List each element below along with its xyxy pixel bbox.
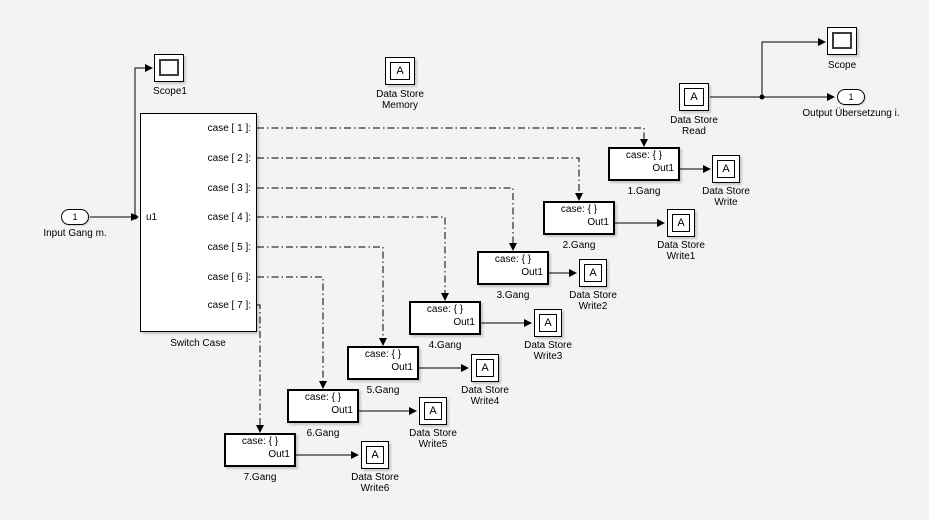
data-store-write1-label: Data Store Write1 bbox=[657, 240, 705, 262]
case-port-5-label: case [ 5 ]: bbox=[207, 242, 251, 253]
data-store-tag: A bbox=[684, 88, 704, 106]
data-store-tag: A bbox=[717, 160, 735, 178]
data-store-write5-block[interactable]: A bbox=[419, 397, 447, 425]
switch-case-label: Switch Case bbox=[170, 338, 226, 349]
input-port-label: Input Gang m. bbox=[43, 228, 107, 239]
scope-screen-icon bbox=[832, 32, 852, 49]
gang-6-label: 6.Gang bbox=[306, 428, 340, 439]
wire-branch-to-scope1[interactable] bbox=[134, 64, 153, 217]
data-store-write-label: Data Store Write bbox=[702, 186, 750, 208]
scope1-block[interactable] bbox=[154, 54, 184, 82]
data-store-memory-label: Data Store Memory bbox=[376, 89, 424, 111]
wire-case6[interactable] bbox=[257, 276, 327, 389]
scope-label: Scope bbox=[827, 60, 857, 71]
gang-6-subsystem[interactable]: case: { } Out1 bbox=[287, 389, 359, 423]
gang-4-label: 4.Gang bbox=[428, 340, 462, 351]
case-port-4-label: case [ 4 ]: bbox=[207, 212, 251, 223]
case-input-port-label: case: { } bbox=[560, 204, 598, 215]
scope-screen-icon bbox=[159, 59, 179, 76]
wire-case4[interactable] bbox=[257, 216, 449, 301]
out1-port-label: Out1 bbox=[652, 163, 674, 174]
scope1-label: Scope1 bbox=[153, 86, 187, 97]
wire-case5[interactable] bbox=[257, 246, 387, 346]
data-store-write3-block[interactable]: A bbox=[534, 309, 562, 337]
gang-2-label: 2.Gang bbox=[562, 240, 596, 251]
out1-port-label: Out1 bbox=[587, 217, 609, 228]
switch-case-block[interactable]: u1 case [ 1 ]: case [ 2 ]: case [ 3 ]: c… bbox=[140, 113, 257, 332]
gang-7-subsystem[interactable]: case: { } Out1 bbox=[224, 433, 296, 467]
data-store-tag: A bbox=[366, 446, 384, 464]
data-store-tag: A bbox=[424, 402, 442, 420]
data-store-write1-block[interactable]: A bbox=[667, 209, 695, 237]
case-input-port-label: case: { } bbox=[625, 150, 663, 161]
output-port[interactable]: 1 bbox=[837, 89, 865, 105]
gang-3-label: 3.Gang bbox=[496, 290, 530, 301]
data-store-tag: A bbox=[584, 264, 602, 282]
case-input-port-label: case: { } bbox=[241, 436, 279, 447]
gang-1-subsystem[interactable]: case: { } Out1 bbox=[608, 147, 680, 181]
data-store-memory-block[interactable]: A bbox=[385, 57, 415, 85]
case-port-3-label: case [ 3 ]: bbox=[207, 183, 251, 194]
input-port-number: 1 bbox=[72, 212, 78, 222]
gang-2-subsystem[interactable]: case: { } Out1 bbox=[543, 201, 615, 235]
gang-3-subsystem[interactable]: case: { } Out1 bbox=[477, 251, 549, 285]
wire-case3[interactable] bbox=[257, 187, 517, 251]
out1-port-label: Out1 bbox=[521, 267, 543, 278]
data-store-write3-label: Data Store Write3 bbox=[524, 340, 572, 362]
branch-point bbox=[759, 94, 765, 100]
output-port-number: 1 bbox=[848, 92, 854, 102]
gang-4-subsystem[interactable]: case: { } Out1 bbox=[409, 301, 481, 335]
gang-1-label: 1.Gang bbox=[627, 186, 661, 197]
data-store-write4-label: Data Store Write4 bbox=[461, 385, 509, 407]
case-input-port-label: case: { } bbox=[304, 392, 342, 403]
input-port[interactable]: 1 bbox=[61, 209, 89, 225]
data-store-tag: A bbox=[476, 359, 494, 377]
data-store-read-block[interactable]: A bbox=[679, 83, 709, 111]
scope-block[interactable] bbox=[827, 27, 857, 55]
data-store-tag: A bbox=[390, 62, 410, 80]
u1-port-label: u1 bbox=[146, 212, 158, 223]
gang-5-subsystem[interactable]: case: { } Out1 bbox=[347, 346, 419, 380]
gang-5-label: 5.Gang bbox=[366, 385, 400, 396]
case-port-6-label: case [ 6 ]: bbox=[207, 272, 251, 283]
wire-case1[interactable] bbox=[257, 127, 648, 147]
data-store-write2-block[interactable]: A bbox=[579, 259, 607, 287]
case-port-2-label: case [ 2 ]: bbox=[207, 153, 251, 164]
data-store-write6-label: Data Store Write6 bbox=[351, 472, 399, 494]
out1-port-label: Out1 bbox=[453, 317, 475, 328]
data-store-write5-label: Data Store Write5 bbox=[409, 428, 457, 450]
gang-7-label: 7.Gang bbox=[243, 472, 277, 483]
case-input-port-label: case: { } bbox=[426, 304, 464, 315]
data-store-write6-block[interactable]: A bbox=[361, 441, 389, 469]
data-store-write-block[interactable]: A bbox=[712, 155, 740, 183]
data-store-tag: A bbox=[539, 314, 557, 332]
wire-case7[interactable] bbox=[256, 304, 264, 433]
data-store-write2-label: Data Store Write2 bbox=[569, 290, 617, 312]
case-port-7-label: case [ 7 ]: bbox=[207, 300, 251, 311]
branch-point bbox=[132, 214, 138, 220]
output-port-label: Output Übersetzung i. bbox=[802, 108, 900, 119]
wire-branch-to-scope[interactable] bbox=[761, 38, 826, 97]
case-port-1-label: case [ 1 ]: bbox=[207, 123, 251, 134]
case-input-port-label: case: { } bbox=[364, 349, 402, 360]
out1-port-label: Out1 bbox=[268, 449, 290, 460]
data-store-write4-block[interactable]: A bbox=[471, 354, 499, 382]
data-store-tag: A bbox=[672, 214, 690, 232]
case-input-port-label: case: { } bbox=[494, 254, 532, 265]
out1-port-label: Out1 bbox=[331, 405, 353, 416]
out1-port-label: Out1 bbox=[391, 362, 413, 373]
data-store-read-label: Data Store Read bbox=[670, 115, 718, 137]
wire-case2[interactable] bbox=[257, 157, 583, 201]
